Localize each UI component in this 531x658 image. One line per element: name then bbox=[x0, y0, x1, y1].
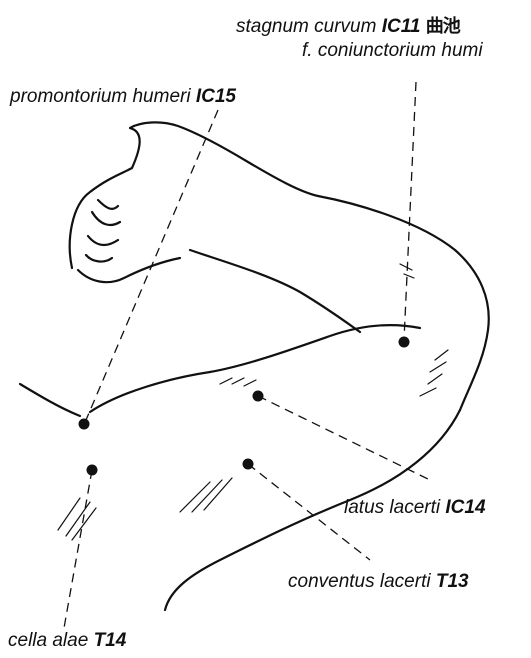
leader-cella bbox=[64, 470, 92, 628]
fist-outline bbox=[70, 122, 489, 410]
point-code: T14 bbox=[94, 630, 127, 651]
point-t13 bbox=[243, 459, 254, 470]
shoulder-line bbox=[20, 384, 80, 416]
wrist-lines bbox=[78, 258, 180, 282]
label-text: stagnum curvum bbox=[236, 16, 376, 37]
deltoid-hatching bbox=[220, 378, 256, 386]
chinese-name: 曲池 bbox=[426, 16, 460, 36]
point-t14 bbox=[87, 465, 98, 476]
label-text: conventus lacerti bbox=[288, 571, 431, 592]
label-latus-lacerti: latus lacerti IC14 bbox=[344, 497, 486, 519]
leader-stagnum bbox=[404, 82, 416, 340]
point-ic14 bbox=[253, 391, 264, 402]
point-code: IC14 bbox=[445, 497, 485, 518]
label-stagnum-curvum: stagnum curvum IC11 曲池 bbox=[236, 12, 460, 38]
label-conventus-lacerti: conventus lacerti T13 bbox=[288, 571, 469, 593]
armpit-hatching bbox=[58, 478, 232, 540]
label-coniunctorium-humi: f. coniunctorium humi bbox=[302, 40, 483, 62]
label-text: latus lacerti bbox=[344, 497, 440, 518]
knuckle-lines bbox=[86, 200, 120, 262]
label-text: cella alae bbox=[8, 630, 88, 651]
point-ic15 bbox=[79, 419, 90, 430]
label-promontorium-humeri: promontorium humeri IC15 bbox=[10, 86, 236, 108]
point-code: IC15 bbox=[196, 86, 236, 107]
point-code: T13 bbox=[436, 571, 469, 592]
label-text: promontorium humeri bbox=[10, 86, 191, 107]
forearm-inner bbox=[190, 250, 360, 332]
point-ic11 bbox=[399, 337, 410, 348]
label-text: f. coniunctorium humi bbox=[302, 40, 483, 61]
label-cella-alae: cella alae T14 bbox=[8, 630, 126, 652]
leader-latus bbox=[258, 396, 430, 480]
point-code: IC11 bbox=[382, 16, 421, 37]
